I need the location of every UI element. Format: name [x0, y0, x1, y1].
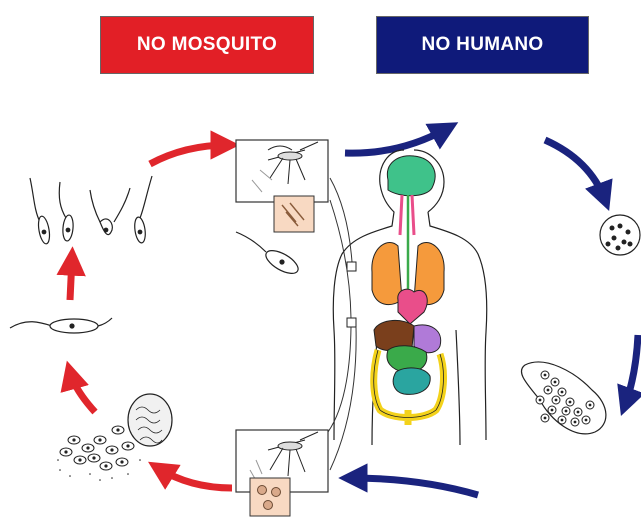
- heart-organ: [398, 289, 427, 324]
- red-arrow-bottom: [158, 468, 232, 488]
- amastigote-cluster-icon: [57, 394, 172, 481]
- red-arrow-left-up: [70, 258, 72, 300]
- macrophage-icon: [600, 215, 640, 255]
- red-arrow-left-lower: [70, 372, 95, 412]
- mid-organ: [393, 368, 430, 394]
- blue-arrow-top: [345, 128, 448, 153]
- blue-arrow-right-lower: [625, 335, 638, 405]
- mosquito-bite-inset-top: [236, 140, 328, 232]
- brain-organ: [387, 156, 435, 196]
- blue-arrow-bottom: [350, 478, 478, 495]
- mosquito-bite-inset-bottom: [236, 430, 328, 516]
- amastigote-cluster-icon: [521, 362, 605, 434]
- red-arrow-top: [150, 145, 228, 164]
- blue-arrow-right-upper: [545, 140, 605, 200]
- human-body-icon: [328, 150, 487, 470]
